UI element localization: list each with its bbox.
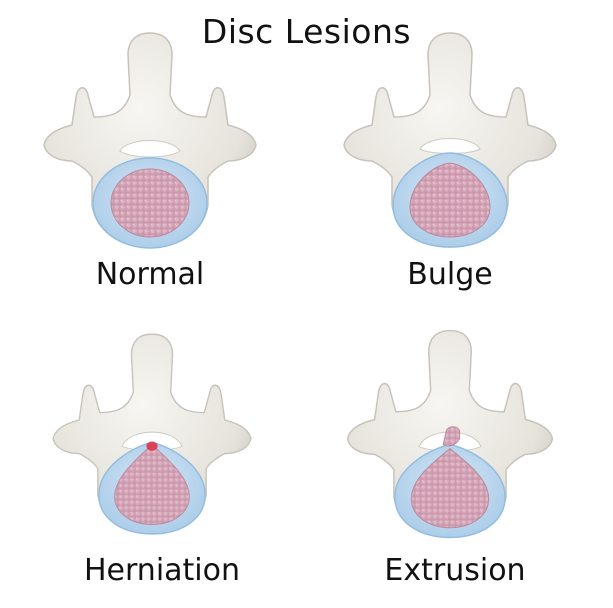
panel-extrusion: Extrusion	[305, 318, 605, 608]
spinal-canal	[419, 138, 481, 154]
nucleus-pulposus	[409, 162, 491, 238]
panel-label-normal: Normal	[95, 257, 205, 292]
panel-normal: Normal	[0, 25, 300, 315]
spinal-canal	[119, 140, 181, 158]
herniation-tip	[146, 441, 158, 451]
nucleus-pulposus	[410, 447, 490, 529]
panel-label-extrusion: Extrusion	[384, 553, 526, 588]
nucleus-pulposus	[110, 168, 190, 238]
vertebra-herniation-illustration	[52, 333, 252, 535]
nucleus-pulposus	[114, 443, 190, 526]
panel-herniation: Herniation	[12, 318, 312, 608]
panel-bulge: Bulge	[300, 25, 600, 315]
panel-label-bulge: Bulge	[407, 257, 493, 292]
extruded-fragment	[442, 426, 461, 447]
vertebra-normal-illustration	[43, 32, 257, 249]
diagram-title: Disc Lesions	[201, 12, 412, 51]
vertebra-bulge-illustration	[343, 32, 557, 248]
vertebra-extrusion-illustration	[346, 329, 554, 539]
panel-label-herniation: Herniation	[83, 553, 241, 588]
